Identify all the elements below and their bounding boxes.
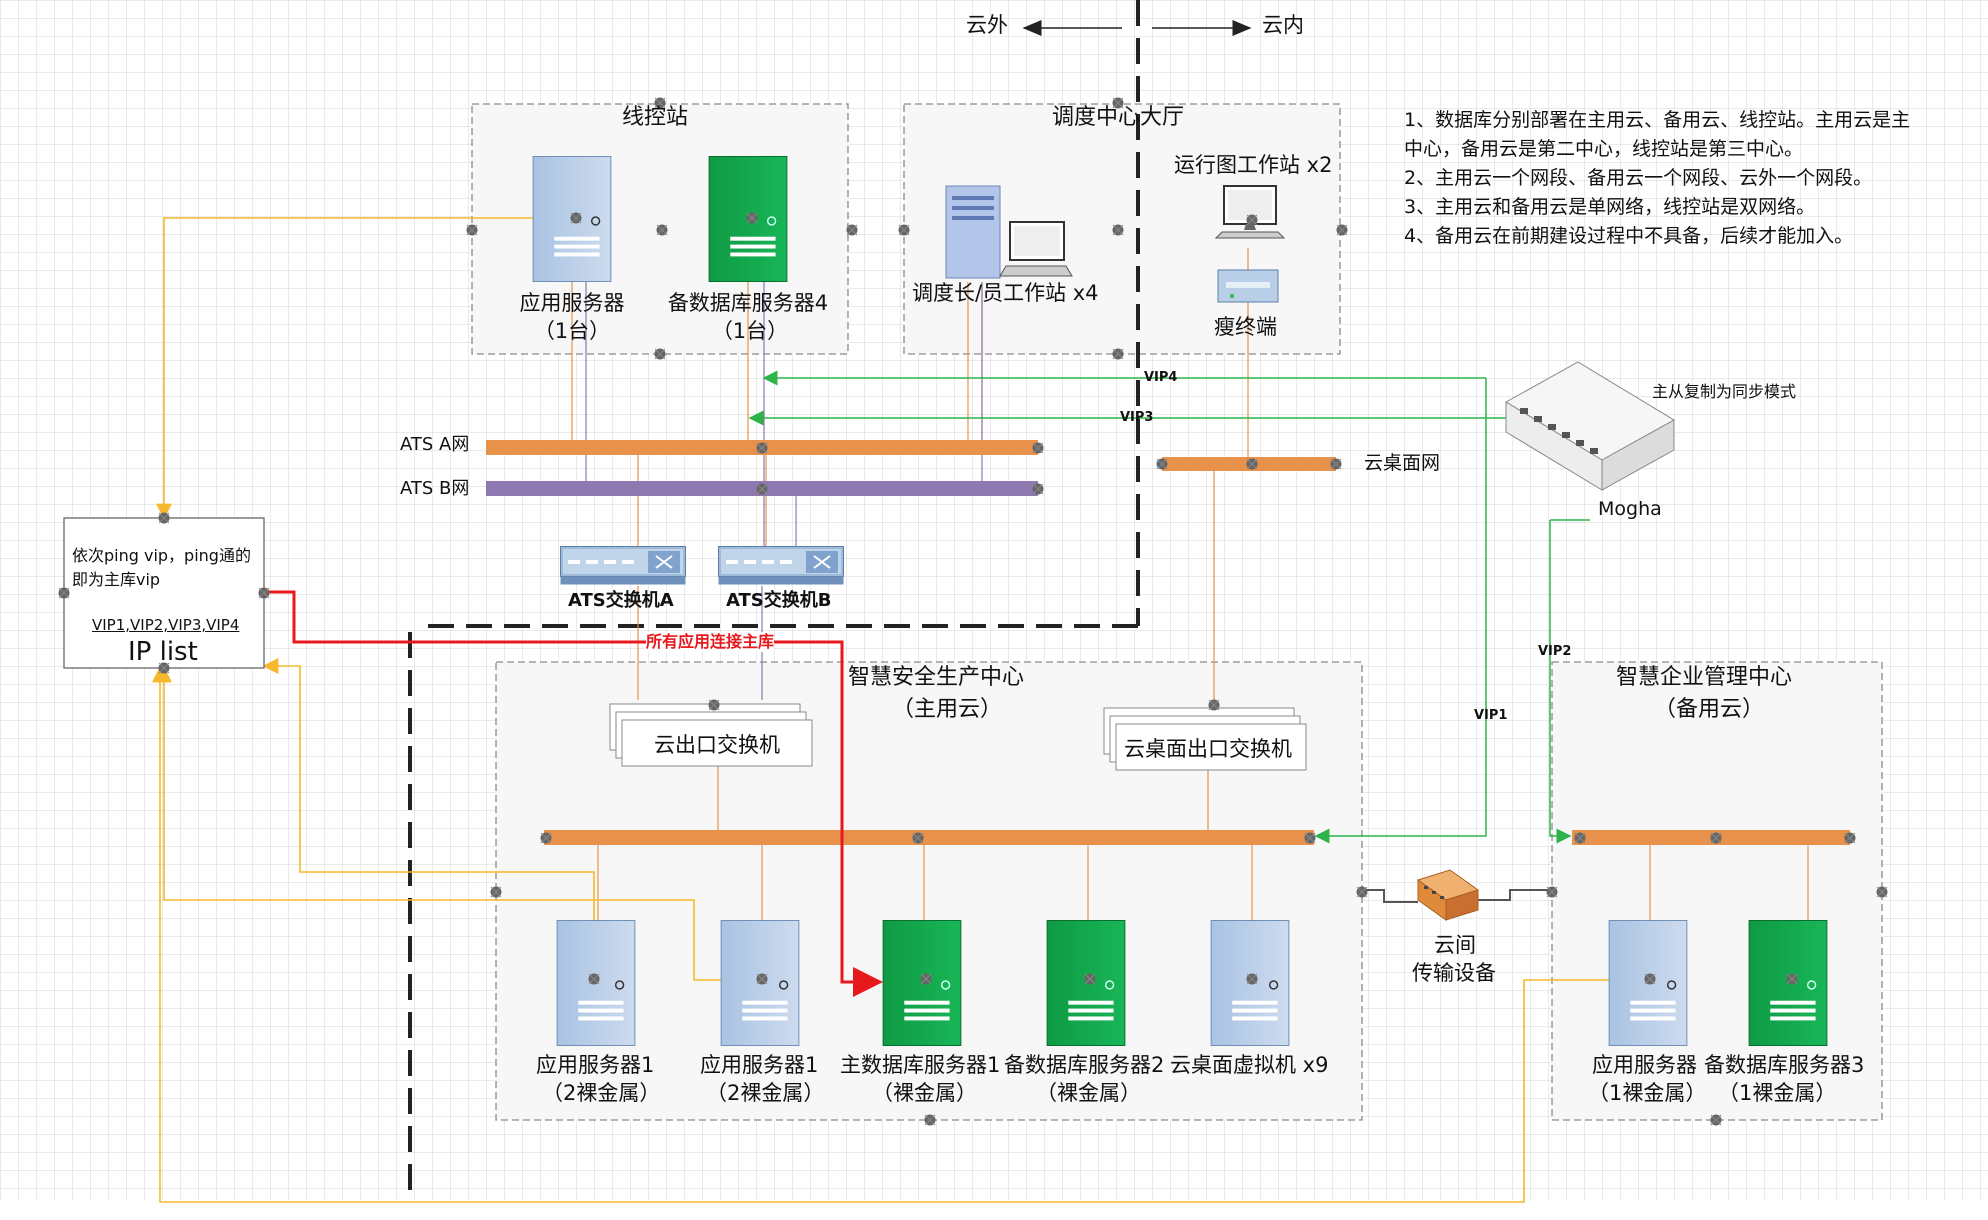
main-server-5-name: 云桌面虚拟机 x9 xyxy=(1170,1053,1329,1077)
main-server-1-name: 应用服务器1 xyxy=(536,1053,655,1077)
backup-server-2-name: 备数据库服务器3 xyxy=(1704,1053,1865,1077)
ip-list-title: IP list xyxy=(128,637,198,667)
cloud-exit-switch-label: 云出口交换机 xyxy=(654,733,780,757)
ip-list-vips: VIP1,VIP2,VIP3,VIP4 xyxy=(92,616,240,634)
desktop-exit-switch-label: 云桌面出口交换机 xyxy=(1124,737,1292,761)
main-server-2-sub: （2裸金属） xyxy=(706,1081,825,1105)
note-line: 3、主用云和备用云是单网络，线控站是双网络。 xyxy=(1404,196,1816,218)
ip-list-instruction-1: 依次ping vip，ping通的 xyxy=(72,546,251,565)
red-main-db-link xyxy=(264,590,883,997)
zone-line-control-title: 线控站 xyxy=(622,105,689,130)
main-server-3-name: 主数据库服务器1 xyxy=(840,1053,1001,1077)
cloud-exit-switch-icon xyxy=(609,703,813,767)
green-vip-lines xyxy=(748,370,1590,844)
main-server-2-name: 应用服务器1 xyxy=(700,1053,819,1077)
dispatch-workstation-icon xyxy=(945,185,1073,279)
thin-client-label: 瘦终端 xyxy=(1214,315,1277,339)
zone-enterprise-center-title: 智慧企业管理中心 xyxy=(1616,665,1793,690)
main-server-4-name: 备数据库服务器2 xyxy=(1004,1053,1165,1077)
red-link-label: 所有应用连接主库 xyxy=(646,632,775,652)
vip4-label: VIP4 xyxy=(1144,370,1178,385)
transport-label-1: 云间 xyxy=(1434,933,1476,957)
mogha-sync-note: 主从复制为同步模式 xyxy=(1652,382,1797,401)
line-app-server-name: 应用服务器 xyxy=(519,291,625,315)
thin-client-icon xyxy=(1217,269,1279,303)
desktop-exit-switch-icon xyxy=(1103,707,1307,771)
ats-b-network-label: ATS B网 xyxy=(400,478,470,499)
transport-device-icon xyxy=(1416,869,1480,921)
main-cloud-bus xyxy=(544,830,1314,845)
transport-label-2: 传输设备 xyxy=(1412,961,1496,985)
vip3-label: VIP3 xyxy=(1120,410,1154,425)
backup-server-2-sub: （1裸金属） xyxy=(1718,1081,1837,1105)
backup-server-1-sub: （1裸金属） xyxy=(1588,1081,1707,1105)
main-server-4-sub: （裸金属） xyxy=(1036,1081,1141,1105)
line-app-server-count: （1台） xyxy=(533,319,611,343)
ats-switch-b-label: ATS交换机B xyxy=(726,590,832,611)
mogha-appliance-icon xyxy=(1505,361,1675,491)
main-server-3-sub: （裸金属） xyxy=(872,1081,977,1105)
backup-server-1-name: 应用服务器 xyxy=(1592,1053,1697,1077)
ats-switch-a-label: ATS交换机A xyxy=(568,590,674,611)
vip2-label: VIP2 xyxy=(1538,644,1572,659)
zone-enterprise-center-subtitle: （备用云） xyxy=(1654,697,1765,722)
note-line: 1、数据库分别部署在主用云、备用云、线控站。主用云是主 xyxy=(1404,109,1911,131)
mogha-name: Mogha xyxy=(1598,498,1662,520)
chart-workstation-label: 运行图工作站 x2 xyxy=(1174,153,1333,177)
cloud-outside-label: 云外 xyxy=(966,13,1008,37)
note-line: 4、备用云在前期建设过程中不具备，后续才能加入。 xyxy=(1404,225,1854,247)
ats-switch-b-icon xyxy=(718,546,844,586)
main-server-1-sub: （2裸金属） xyxy=(542,1081,661,1105)
transport-link xyxy=(1362,889,1552,903)
line-backup-db4-count: （1台） xyxy=(711,319,789,343)
note-line: 中心，备用云是第二中心，线控站是第三中心。 xyxy=(1404,138,1804,160)
vip1-label: VIP1 xyxy=(1474,708,1508,723)
yellow-lines xyxy=(152,217,1650,1203)
zone-production-center-subtitle: （主用云） xyxy=(892,697,1003,722)
note-line: 2、主用云一个网段、备用云一个网段、云外一个网段。 xyxy=(1404,167,1873,189)
notes-block: 1、数据库分别部署在主用云、备用云、线控站。主用云是主 中心，备用云是第二中心，… xyxy=(1404,106,1974,251)
zone-dispatch-hall-title: 调度中心大厅 xyxy=(1052,105,1185,130)
cloud-desktop-network-label: 云桌面网 xyxy=(1364,452,1441,474)
ip-list-instruction-2: 即为主库vip xyxy=(72,570,161,589)
ats-switch-a-icon xyxy=(560,546,686,586)
cloud-inside-label: 云内 xyxy=(1262,13,1304,37)
zone-production-center-title: 智慧安全生产中心 xyxy=(848,665,1025,690)
dispatch-workstation-label: 调度长/员工作站 x4 xyxy=(912,281,1099,305)
line-backup-db4-name: 备数据库服务器4 xyxy=(667,291,829,315)
ats-a-network-label: ATS A网 xyxy=(400,434,470,455)
